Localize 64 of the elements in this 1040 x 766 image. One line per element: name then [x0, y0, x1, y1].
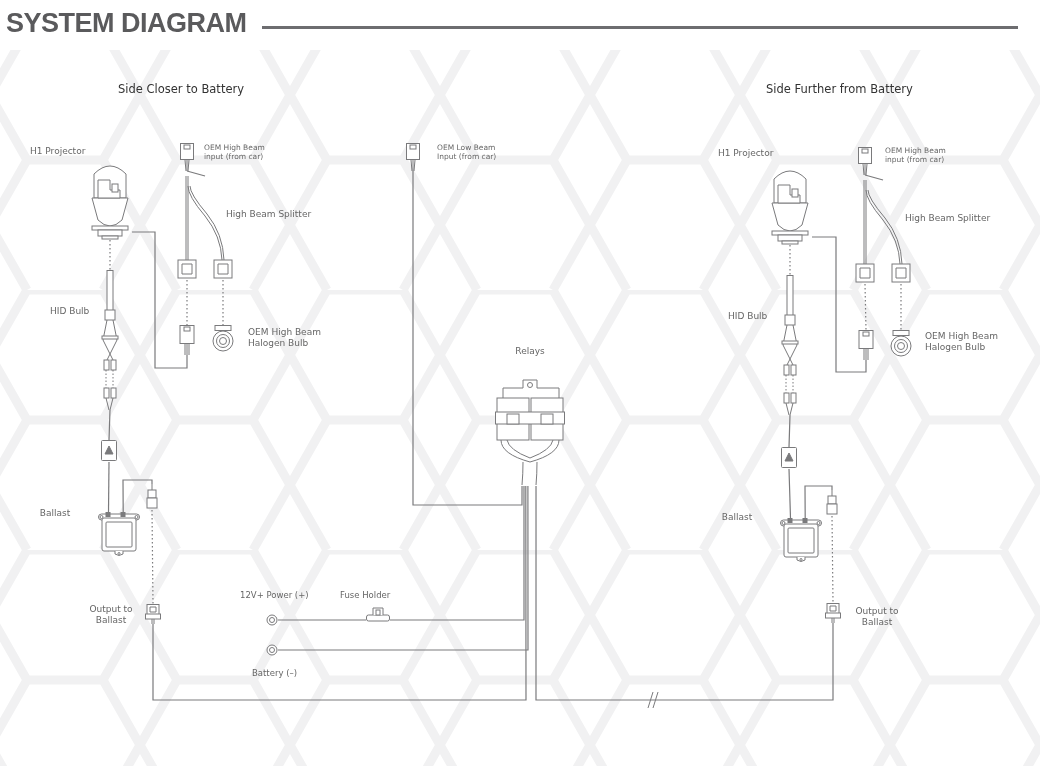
halogen-bulb-drawing: [211, 325, 235, 352]
part-label: HID Bulb: [50, 306, 91, 318]
dotted-connection-line: [222, 279, 224, 326]
ballast-plug-drawing: [146, 484, 158, 510]
output-connector-drawing: [145, 604, 161, 624]
ballast-plug-drawing: [826, 490, 838, 516]
dotted-connection-line: [789, 244, 791, 276]
part-label: Relays: [514, 346, 546, 358]
wire: [108, 409, 111, 441]
part-label: Battery (–): [252, 668, 299, 679]
part-label: H1 Projector: [718, 148, 775, 160]
wire: [535, 485, 834, 701]
ignitor-drawing: [781, 447, 797, 469]
ballast-drawing: [780, 518, 822, 562]
part-label: OEM High Beam Halogen Bulb: [925, 331, 999, 354]
connector-socket-drawing: [858, 330, 874, 360]
wire: [804, 485, 833, 519]
connector-plug-drawing: [406, 143, 420, 171]
wire: [277, 485, 529, 651]
ring-terminal: [266, 614, 278, 626]
wire: [186, 170, 206, 177]
part-label: HID Bulb: [728, 311, 769, 323]
dotted-connection-line: [831, 515, 834, 604]
part-label: High Beam Splitter: [226, 209, 313, 221]
part-label: High Beam Splitter: [905, 213, 992, 225]
hid-bulb-drawing: [100, 270, 120, 410]
part-label: Ballast: [38, 508, 72, 520]
ballast-drawing: [98, 512, 140, 556]
connector-plug-drawing: [858, 147, 872, 175]
wire: [122, 479, 153, 513]
wire: [107, 461, 110, 513]
part-label: Fuse Holder: [340, 590, 392, 601]
part-label: Output to Ballast: [854, 606, 900, 629]
output-connector-drawing: [825, 603, 841, 623]
part-label: OEM High Beam Halogen Bulb: [248, 327, 322, 350]
ring-terminal: [266, 644, 278, 656]
section-heading: Side Closer to Battery: [118, 82, 244, 96]
fuse-holder-drawing: [366, 606, 390, 622]
section-heading: Side Further from Battery: [766, 82, 913, 96]
part-label: H1 Projector: [30, 146, 87, 158]
dotted-connection-line: [151, 509, 154, 605]
dotted-connection-line: [186, 279, 188, 326]
wire: [152, 485, 527, 701]
relay-harness-drawing: [495, 378, 565, 486]
wire: [788, 468, 792, 519]
connector-socket-drawing: [179, 325, 195, 355]
wire: [864, 174, 884, 181]
dotted-connection-line: [109, 239, 111, 271]
part-label: Output to Ballast: [88, 604, 134, 627]
part-label: 12V+ Power (+): [240, 590, 310, 601]
dotted-connection-line: [864, 283, 867, 331]
wire: [389, 485, 525, 621]
wire: [131, 231, 188, 369]
wire: [788, 414, 791, 448]
wire: [412, 170, 523, 506]
connector-plug-drawing: [180, 143, 194, 171]
hid-bulb-drawing: [780, 275, 800, 415]
dotted-connection-line: [900, 283, 902, 331]
wire: [811, 236, 867, 373]
ignitor-drawing: [101, 440, 117, 462]
halogen-bulb-drawing: [889, 330, 913, 357]
wire: [277, 619, 367, 621]
diagram-title: SYSTEM DIAGRAM: [6, 8, 247, 39]
part-label: Ballast: [720, 512, 754, 524]
